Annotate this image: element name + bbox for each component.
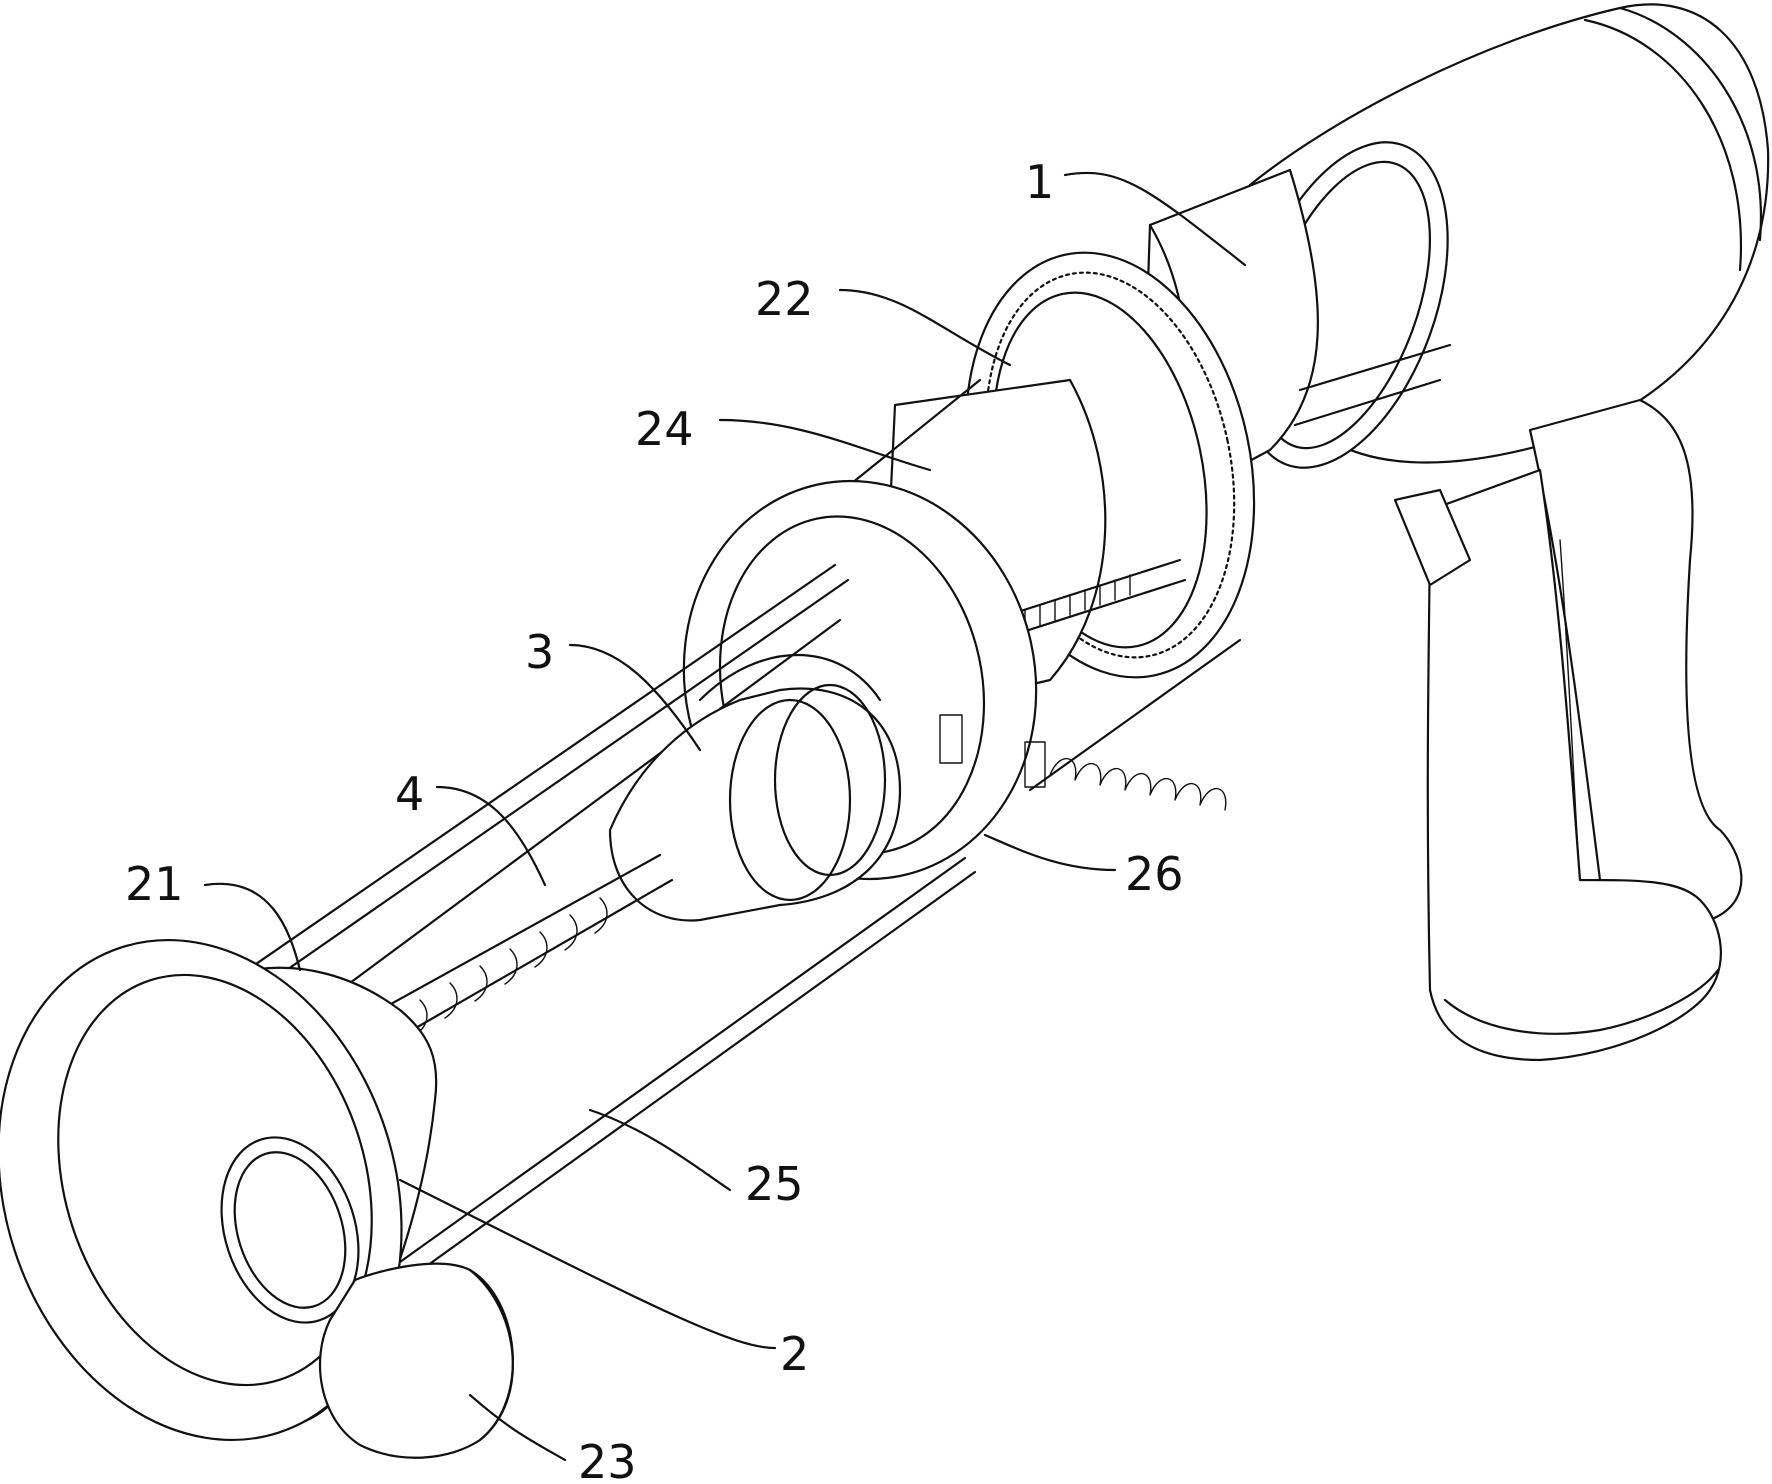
collection-box [318,1262,514,1459]
label-23: 23 [578,1435,637,1484]
drill-chuck [608,653,902,922]
label-4: 4 [395,767,424,821]
label-24: 24 [635,402,694,456]
motor-housing [1138,3,1770,1062]
dust-funnel [0,939,438,1441]
label-21: 21 [125,857,184,911]
label-26: 26 [1125,847,1184,901]
label-1: 1 [1025,155,1054,209]
spring-lower [1028,638,1242,811]
label-22: 22 [755,272,814,326]
label-25: 25 [745,1157,804,1211]
label-2: 2 [780,1327,809,1381]
guide-rods [238,563,977,1280]
leader-lines [203,171,1247,1462]
reference-labels: 1 2 3 4 21 22 23 24 25 26 [125,155,1184,1484]
label-3: 3 [525,625,554,679]
